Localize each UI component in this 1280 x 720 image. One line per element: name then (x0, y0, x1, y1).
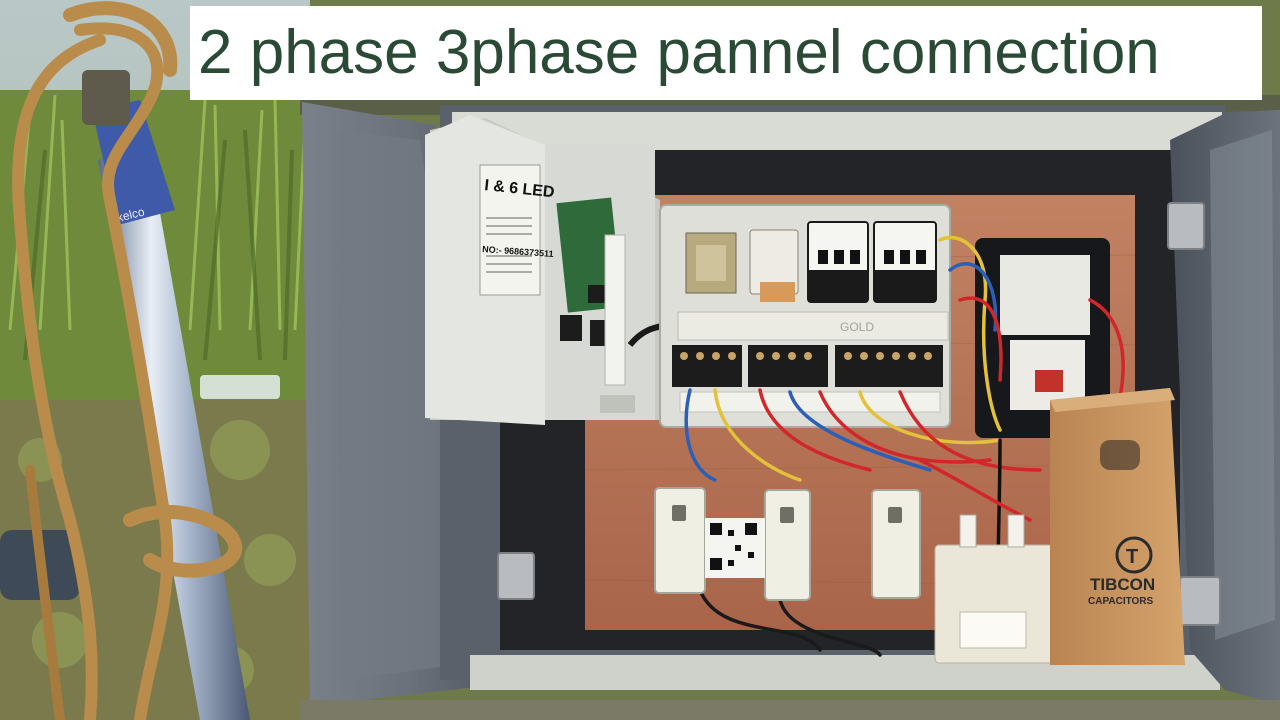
svg-text:kelco: kelco (115, 204, 146, 224)
capacitor-box-brand: TIBCON (1090, 575, 1155, 594)
capacitor-box (1050, 388, 1185, 665)
ground-strip (300, 700, 1280, 720)
relay-icon (749, 229, 799, 302)
starter-door (425, 115, 678, 425)
phone-number-label: NO:- 9686373511 (482, 244, 554, 259)
rail-label: GOLD (840, 320, 874, 334)
title-banner: 2 phase 3phase pannel connection (190, 6, 1262, 100)
terminal-strip-icon (672, 345, 943, 413)
rope-icon (12, 1, 243, 720)
wiring (684, 235, 1125, 662)
hinge-icon (497, 202, 1221, 626)
capacitor-icon (934, 514, 1054, 664)
qr-code-icon (705, 518, 765, 578)
video-title: 2 phase 3phase pannel connection (198, 18, 1160, 87)
contactor-icon (807, 221, 869, 303)
contactor-icon (873, 221, 937, 303)
capacitor-box-subtitle: CAPACITORS (1088, 596, 1154, 607)
capacitor-box-logo: T (1126, 546, 1138, 568)
fuse-carrier-icon (654, 487, 921, 601)
transformer (685, 232, 737, 294)
dol-starter (975, 238, 1110, 438)
